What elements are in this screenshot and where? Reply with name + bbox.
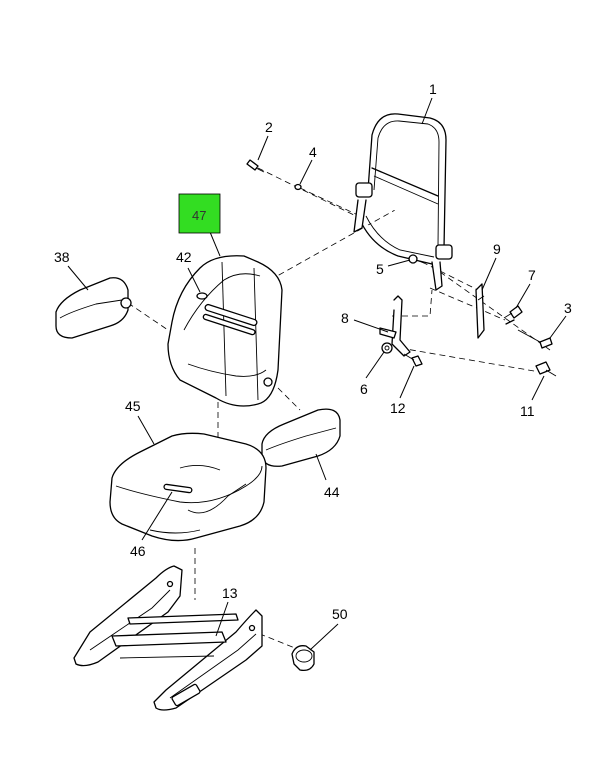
callout-38: 38: [54, 249, 70, 265]
bolt-3[interactable]: [505, 319, 553, 349]
callout-44: 44: [324, 484, 340, 500]
leader-lines: [67, 97, 567, 651]
bracket-9[interactable]: [475, 283, 485, 339]
callout-5: 5: [376, 261, 384, 277]
bolt-11[interactable]: [535, 361, 557, 377]
seat-back-frame[interactable]: [353, 113, 453, 291]
callout-3: 3: [564, 300, 572, 316]
bolt-12[interactable]: [403, 353, 423, 367]
callout-8: 8: [341, 310, 349, 326]
seat-cushion-45[interactable]: [109, 432, 267, 542]
callout-7: 7: [528, 267, 536, 283]
washer-4[interactable]: [294, 183, 302, 191]
callout-46: 46: [130, 543, 146, 559]
screw-2[interactable]: [246, 159, 265, 173]
nut-6[interactable]: [381, 342, 393, 354]
callout-42: 42: [176, 249, 192, 265]
armrest-right-44[interactable]: [261, 408, 341, 467]
callout-2: 2: [265, 119, 273, 135]
seat-back-cushion-47[interactable]: [167, 255, 283, 407]
callout-4: 4: [309, 144, 317, 160]
callout-45: 45: [125, 398, 141, 414]
bolt-7[interactable]: [503, 305, 523, 319]
callout-6: 6: [360, 381, 368, 397]
callout-47[interactable]: 47: [192, 208, 206, 223]
callout-labels: 1 2 4 5 9 7 3 8 6 12 11 38 42 47 45 44 4…: [54, 81, 572, 622]
highlight-box-47[interactable]: [178, 193, 221, 234]
callout-11: 11: [520, 403, 535, 419]
seat-base-frame-13[interactable]: [73, 565, 263, 711]
screw-5[interactable]: [408, 254, 425, 264]
callout-12: 12: [390, 400, 406, 416]
callout-50: 50: [332, 606, 348, 622]
callout-9: 9: [493, 241, 501, 257]
knob-50[interactable]: [291, 645, 315, 672]
callout-13: 13: [222, 585, 238, 601]
assembly-centerlines: [127, 167, 551, 651]
armrest-left-38[interactable]: [55, 277, 132, 339]
callout-1: 1: [429, 81, 437, 97]
